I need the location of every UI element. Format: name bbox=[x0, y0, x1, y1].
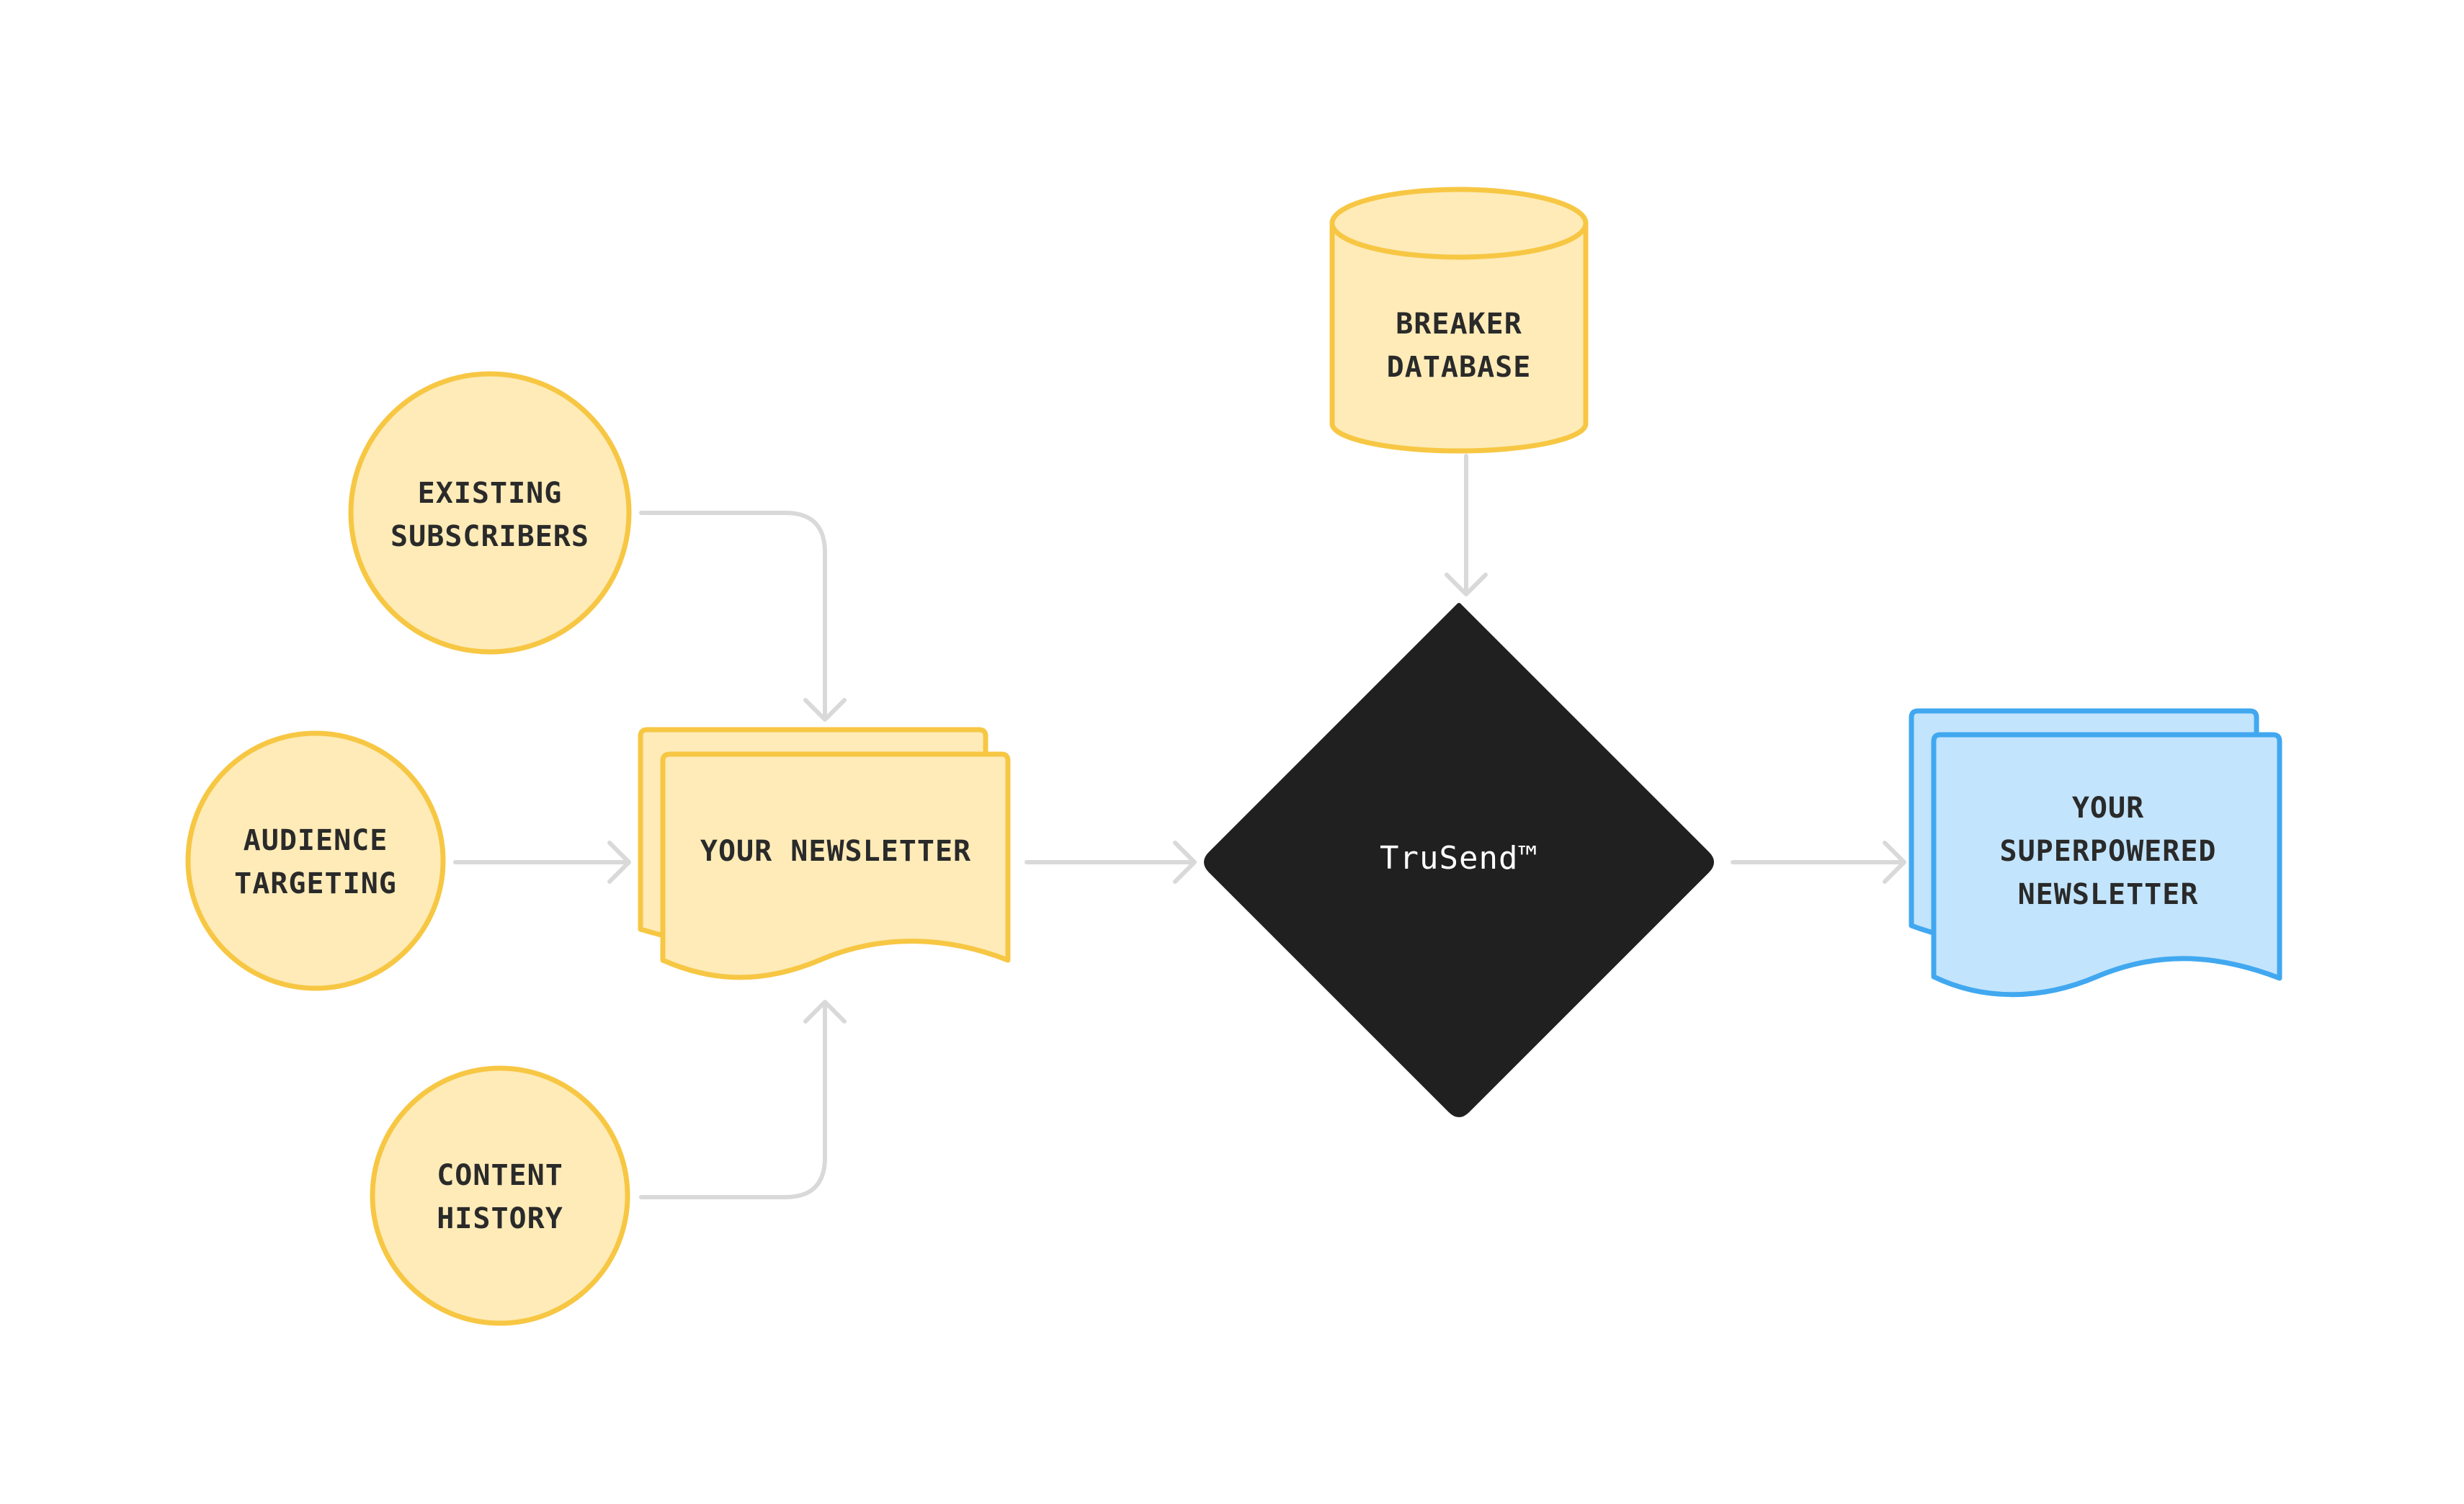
arrowhead-down-newsletter bbox=[803, 698, 847, 722]
node-content-history: CONTENT HISTORY bbox=[370, 1065, 630, 1326]
existing-subscribers-circle bbox=[348, 371, 632, 655]
audience-targeting-circle bbox=[185, 730, 446, 991]
arrowhead-right-newsletter bbox=[607, 841, 631, 884]
arrowhead-right-superpowered bbox=[1883, 841, 1906, 884]
existing-subscribers-label-line2: SUBSCRIBERS bbox=[390, 520, 589, 553]
trusend-diamond bbox=[1204, 603, 1714, 1117]
node-existing-subscribers: EXISTING SUBSCRIBERS bbox=[348, 371, 632, 655]
connectors bbox=[453, 454, 1906, 1199]
arrowhead-up-newsletter bbox=[803, 1000, 847, 1024]
edge-existing-subscribers-to-newsletter bbox=[639, 511, 827, 719]
superpowered-label-line1: YOUR bbox=[2072, 792, 2144, 825]
node-audience-targeting: AUDIENCE TARGETING bbox=[185, 730, 446, 991]
node-breaker-database: BREAKER DATABASE bbox=[1329, 187, 1589, 454]
breaker-database-label-line1: BREAKER bbox=[1396, 308, 1522, 341]
trusend-label: TruSend™ bbox=[1380, 840, 1538, 877]
database-cylinder-body bbox=[1329, 220, 1589, 454]
content-history-label-line2: HISTORY bbox=[437, 1202, 563, 1235]
superpowered-front-page bbox=[1931, 732, 2282, 998]
arrowhead-right-trusend bbox=[1173, 841, 1197, 884]
existing-subscribers-label-line1: EXISTING bbox=[418, 477, 563, 510]
database-cylinder-top bbox=[1329, 187, 1589, 260]
content-history-label-line1: CONTENT bbox=[437, 1159, 563, 1192]
node-superpowered-newsletter: YOUR SUPERPOWERED NEWSLETTER bbox=[1909, 708, 2282, 998]
edge-content-history-to-newsletter bbox=[639, 1003, 827, 1199]
superpowered-label-line2: SUPERPOWERED bbox=[2000, 835, 2217, 868]
your-newsletter-label: YOUR NEWSLETTER bbox=[700, 835, 971, 868]
node-your-newsletter: YOUR NEWSLETTER bbox=[638, 727, 1011, 980]
content-history-circle bbox=[370, 1065, 630, 1326]
breaker-database-label-line2: DATABASE bbox=[1387, 351, 1532, 384]
newsletter-front-page bbox=[660, 751, 1011, 980]
superpowered-label-line3: NEWSLETTER bbox=[2018, 878, 2199, 911]
audience-targeting-label-line1: AUDIENCE bbox=[244, 824, 388, 857]
arrowhead-down-trusend bbox=[1445, 573, 1488, 596]
audience-targeting-label-line2: TARGETING bbox=[234, 867, 397, 900]
node-trusend: TruSend™ bbox=[1204, 603, 1714, 1117]
